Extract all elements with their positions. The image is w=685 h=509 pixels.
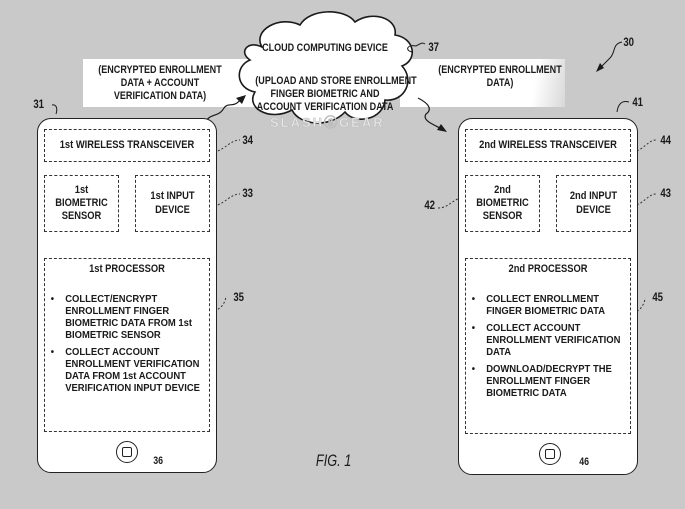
device2-input: 2nd INPUT DEVICE bbox=[556, 175, 631, 232]
ref-34: 34 bbox=[242, 133, 254, 147]
device1-sensor-line-1: 1st bbox=[74, 184, 89, 196]
device2-processor: 2nd PROCESSOR COLLECT ENROLLMENT FINGER … bbox=[465, 258, 631, 434]
device2-transceiver-label: 2nd WIRELESS TRANSCEIVER bbox=[479, 139, 617, 151]
device1-transceiver-label: 1st WIRELESS TRANSCEIVER bbox=[59, 139, 195, 151]
device1-input: 1st INPUT DEVICE bbox=[135, 175, 210, 232]
device1-transceiver: 1st WIRELESS TRANSCEIVER bbox=[44, 129, 210, 162]
device1-ref: 31 bbox=[33, 97, 45, 111]
device2-transceiver: 2nd WIRELESS TRANSCEIVER bbox=[465, 129, 631, 162]
device1-home-button[interactable] bbox=[116, 441, 138, 463]
device1-sensor-line-2: BIOMETRIC bbox=[55, 197, 108, 209]
device1-processor-title: 1st PROCESSOR bbox=[89, 263, 165, 275]
left-band bbox=[83, 59, 263, 107]
cloud-title: CLOUD COMPUTING DEVICE bbox=[262, 42, 388, 54]
device1-bullet: COLLECT/ENCRYPT ENROLLMENT FINGER BIOMET… bbox=[49, 293, 200, 341]
device1-sensor: 1st BIOMETRIC SENSOR bbox=[44, 175, 119, 232]
device1-bullet: COLLECT ACCOUNT ENROLLMENT VERIFICATION … bbox=[49, 346, 200, 394]
device1-input-line-2: DEVICE bbox=[155, 204, 190, 216]
device2-processor-title: 2nd PROCESSOR bbox=[508, 263, 588, 275]
device1-sensor-line-3: SENSOR bbox=[61, 210, 102, 222]
right-band-line-2: DATA) bbox=[486, 77, 514, 89]
cloud-shape bbox=[238, 11, 413, 124]
right-band bbox=[400, 59, 565, 107]
device2-ref: 41 bbox=[632, 95, 644, 109]
ref-42: 42 bbox=[424, 198, 436, 212]
left-band-line-1: (ENCRYPTED ENROLLMENT bbox=[98, 64, 222, 76]
device2-sensor-line-2: BIOMETRIC bbox=[476, 197, 529, 209]
cloud-line-3: ACCOUNT VERIFICATION DATA bbox=[256, 101, 394, 113]
ref-30: 30 bbox=[623, 35, 635, 49]
ref-43: 43 bbox=[660, 186, 672, 200]
device2-phone: 2nd WIRELESS TRANSCEIVER 2nd BIOMETRIC S… bbox=[458, 118, 638, 475]
device1-input-line-1: 1st INPUT bbox=[150, 190, 195, 202]
ref-36: 36 bbox=[153, 455, 164, 467]
figure-label: FIG. 1 bbox=[315, 451, 352, 470]
device2-bullet: COLLECT ENROLLMENT FINGER BIOMETRIC DATA bbox=[470, 293, 621, 317]
left-band-line-2: DATA + ACCOUNT bbox=[120, 77, 200, 89]
left-band-line-3: VERIFICATION DATA) bbox=[113, 90, 207, 102]
ref-45: 45 bbox=[652, 290, 664, 304]
ref-37: 37 bbox=[428, 40, 440, 54]
right-band-line-1: (ENCRYPTED ENROLLMENT bbox=[438, 64, 562, 76]
device2-sensor: 2nd BIOMETRIC SENSOR bbox=[465, 175, 540, 232]
device1-processor: 1st PROCESSOR COLLECT/ENCRYPT ENROLLMENT… bbox=[44, 258, 210, 432]
device2-input-line-1: 2nd INPUT bbox=[569, 190, 618, 202]
device2-home-button[interactable] bbox=[539, 443, 561, 465]
ref-46: 46 bbox=[579, 456, 590, 468]
device2-bullet: COLLECT ACCOUNT ENROLLMENT VERIFICATION … bbox=[470, 322, 621, 358]
device2-processor-bullets: COLLECT ENROLLMENT FINGER BIOMETRIC DATA… bbox=[470, 293, 624, 404]
device2-sensor-line-3: SENSOR bbox=[482, 210, 523, 222]
device2-input-line-2: DEVICE bbox=[576, 204, 611, 216]
ref-33: 33 bbox=[242, 186, 254, 200]
ref-44: 44 bbox=[660, 133, 672, 147]
cloud-line-1: (UPLOAD AND STORE ENROLLMENT bbox=[255, 75, 417, 87]
ref-35: 35 bbox=[233, 290, 245, 304]
device1-processor-bullets: COLLECT/ENCRYPT ENROLLMENT FINGER BIOMET… bbox=[49, 293, 203, 399]
device2-bullet: DOWNLOAD/DECRYPT THE ENROLLMENT FINGER B… bbox=[470, 363, 621, 399]
cloud-line-2: FINGER BIOMETRIC AND bbox=[270, 88, 380, 100]
watermark: SLASHⓖGEAR bbox=[270, 115, 385, 131]
device1-phone: 1st WIRELESS TRANSCEIVER 1st BIOMETRIC S… bbox=[37, 118, 217, 473]
device2-sensor-line-1: 2nd bbox=[494, 184, 511, 196]
